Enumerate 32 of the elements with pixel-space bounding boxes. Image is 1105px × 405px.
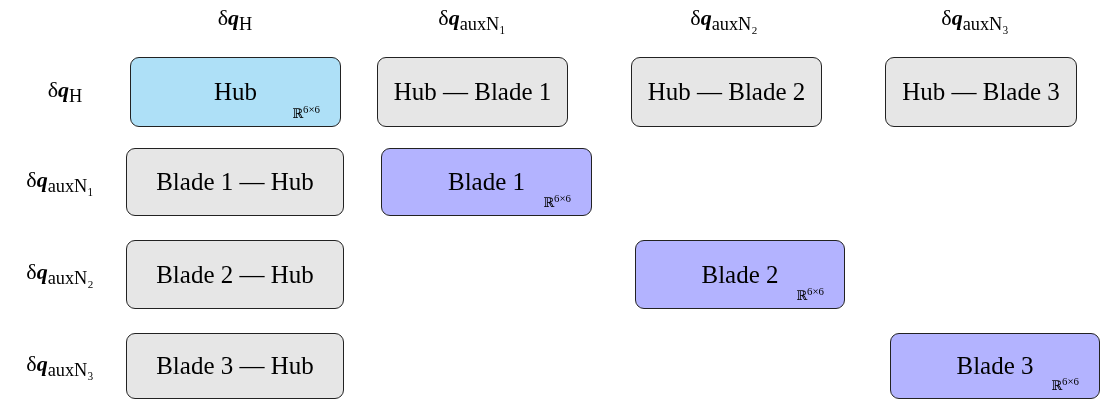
block-title: Blade 2 — Hub	[156, 260, 314, 289]
block-title: Blade 2	[701, 260, 779, 289]
row-header: δq$_{auxN₃}$	[26, 350, 94, 382]
block-title: Blade 1 — Hub	[156, 168, 314, 196]
coupling-block	[631, 57, 822, 127]
block-title: Hub — Blade 3	[902, 78, 1060, 106]
row-header: δq$_{H}$	[47, 76, 83, 108]
coupling-block	[885, 57, 1077, 127]
block-title: Blade 1	[447, 168, 526, 196]
coupling-block	[126, 240, 344, 309]
matrix-block	[381, 148, 592, 216]
row-header: δq$_{auxN₂}$	[26, 258, 94, 290]
column-header: δq$_{auxN₂}$	[690, 4, 758, 36]
dimension-label: ℝ$^{6×6}$	[543, 191, 571, 211]
row-header: δq$_{auxN₁}$	[26, 166, 94, 198]
dimension-label: ℝ$^{6×6}$	[292, 102, 320, 122]
block-title: Blade 3	[956, 352, 1034, 380]
dimension-label: ℝ$^{6×6}$	[796, 284, 824, 304]
column-header: δq$_{auxN₃}$	[941, 4, 1009, 36]
block-title: Hub	[213, 78, 258, 106]
matrix-block	[130, 57, 341, 127]
dimension-label: ℝ$^{6×6}$	[1051, 374, 1079, 394]
column-header: δq$_{H}$	[217, 4, 253, 36]
block-title: Hub — Blade 1	[393, 78, 552, 106]
coupling-block	[377, 57, 568, 127]
matrix-block	[635, 240, 845, 309]
block-title: Blade 3 — Hub	[156, 352, 314, 380]
coupling-block	[126, 148, 344, 216]
block-title: Hub — Blade 2	[647, 78, 806, 106]
coupling-block	[126, 333, 344, 399]
column-header: δq$_{auxN₁}$	[438, 4, 506, 36]
matrix-block	[890, 333, 1100, 399]
